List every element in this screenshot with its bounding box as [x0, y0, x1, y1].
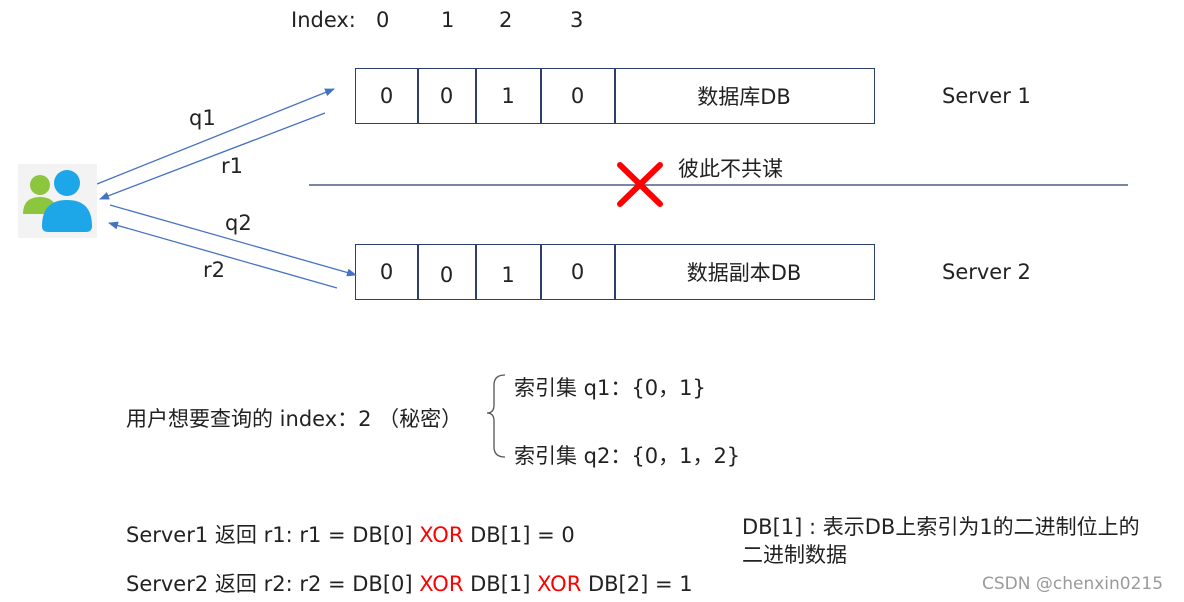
note-line-2: 二进制数据 [742, 543, 847, 567]
label-r2: r2 [203, 258, 225, 282]
index-value-3: 3 [570, 8, 584, 32]
watermark: CSDN @chenxin0215 [982, 574, 1164, 594]
server1-cell-0: 0 [379, 84, 394, 108]
index-set-q2: 索引集 q2：{0，1，2} [514, 444, 741, 468]
server2-cell-1: 0 [439, 263, 454, 287]
return-line-server1: Server1 返回 r1: r1 = DB[0] XOR DB[1] = 0 [126, 523, 575, 547]
label-q2: q2 [225, 211, 252, 235]
server2-name: Server 2 [942, 260, 1031, 284]
cross-icon [617, 162, 663, 207]
server1-cell-1: 0 [439, 84, 454, 108]
note-line-1: DB[1] : 表示DB上索引为1的二进制位上的 [742, 515, 1140, 539]
arrow-r1 [99, 112, 326, 200]
no-collusion-label: 彼此不共谋 [678, 157, 783, 181]
index-label: Index: [291, 8, 356, 32]
arrow-q2 [109, 204, 357, 277]
index-set-q1: 索引集 q1：{0，1} [514, 376, 706, 400]
index-value-0: 0 [376, 8, 390, 32]
server1-db-box: 0 0 1 0 数据库DB [355, 68, 875, 124]
user-icon [18, 164, 97, 238]
label-q1: q1 [189, 106, 216, 130]
server2-cell-3: 0 [570, 260, 585, 284]
arrow-r2 [108, 221, 338, 289]
index-value-1: 1 [441, 8, 455, 32]
server1-name: Server 1 [942, 84, 1031, 108]
server2-cell-2: 1 [501, 263, 515, 287]
server1-cell-3: 0 [570, 84, 585, 108]
label-r1: r1 [221, 154, 243, 178]
index-value-2: 2 [499, 8, 513, 32]
user-query-text: 用户想要查询的 index：2 （秘密） [126, 407, 463, 431]
arrow-q1 [96, 88, 335, 185]
server2-db-label: 数据副本DB [686, 261, 802, 285]
brace-icon [486, 374, 506, 458]
server2-cell-0: 0 [379, 260, 394, 284]
server1-db-label: 数据库DB [697, 85, 791, 109]
return-line-server2: Server2 返回 r2: r2 = DB[0] XOR DB[1] XOR … [126, 572, 693, 596]
server1-cell-2: 1 [501, 84, 515, 108]
